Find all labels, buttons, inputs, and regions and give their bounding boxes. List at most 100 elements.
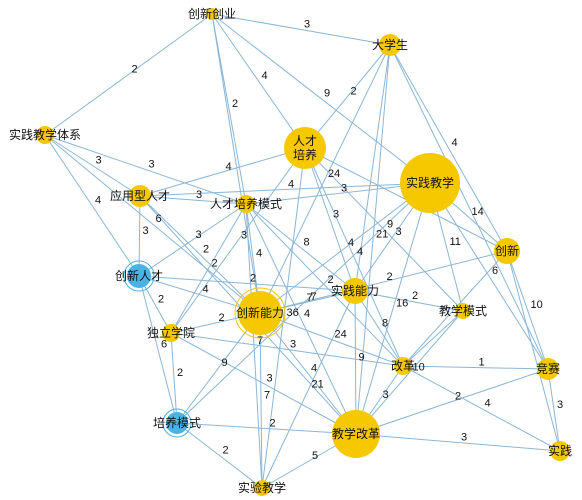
node-label: 人才培养模式 (210, 196, 282, 211)
node-label: 创新人才 (115, 268, 163, 283)
edge-rencai_peiyang-yingyongxing_rencai (139, 147, 306, 197)
node-circle (332, 410, 380, 458)
node-circle (379, 34, 401, 56)
node-shijian_jiaoxue: 实践教学 (400, 153, 460, 213)
edge-rencai_peiyang_moshi-duli_xueyuan (170, 203, 247, 334)
edge-weight-label: 9 (222, 357, 228, 369)
edge-rencai_peiyang-shiyan_jiaoxue (261, 147, 306, 489)
edge-rencai_peiyang-duli_xueyuan (170, 147, 306, 334)
edge-weight-label: 7 (307, 292, 313, 304)
edge-weight-label: 4 (288, 179, 294, 191)
edge-shijian_jiaoxue-yingyongxing_rencai (139, 182, 431, 197)
node-label: 大学生 (372, 37, 408, 52)
node-label: 创新 (495, 243, 519, 258)
edge-weight-label: 3 (149, 159, 155, 171)
edge-chuangxin_nengli-peiyang_moshi (176, 312, 261, 424)
edge-daxuesheng-jingsai (389, 44, 549, 370)
edge-weight-label: 8 (382, 318, 388, 330)
node-circle (342, 278, 368, 304)
node-circle (394, 357, 412, 375)
edge-jiaoxue_moshi-jiaoxue_gaige (355, 310, 464, 435)
edge-weight-label: 2 (250, 273, 256, 285)
node-circle (284, 127, 326, 169)
node-circle (162, 324, 180, 342)
node-yingyongxing_rencai: 应用型人才 (110, 185, 170, 207)
edge-weight-label: 3 (290, 339, 296, 351)
node-peiyang_moshi: 培养模式 (153, 408, 201, 438)
edge-weight-label: 3 (241, 230, 247, 242)
node-label: 教学改革 (332, 426, 380, 441)
edge-chuangxin_chuangye-daxuesheng (211, 13, 391, 46)
edge-weight-label: 6 (161, 339, 167, 351)
edge-weight-label: 36 (287, 307, 299, 319)
edge-rencai_peiyang_moshi-shiyan_jiaoxue (245, 203, 263, 489)
node-circle (550, 441, 570, 461)
node-circle (36, 126, 54, 144)
edge-weight-label: 2 (212, 258, 218, 270)
node-circle (206, 8, 218, 20)
node-shiyan_jiaoxue: 实验教学 (238, 480, 286, 496)
edge-weight-label: 2 (158, 294, 164, 306)
edge-rencai_peiyang-jiaoxue_moshi (304, 147, 464, 312)
edge-daxuesheng-jiaoxue_gaige (355, 44, 391, 435)
node-label: 实验教学 (238, 480, 286, 495)
node-label: 实践教学体系 (9, 127, 81, 142)
edge-daxuesheng-rencai_peiyang (304, 44, 391, 149)
edge-weight-label: 7 (264, 390, 270, 402)
node-circle (400, 153, 460, 213)
edge-weight-label: 9 (324, 88, 330, 100)
node-label: 人才培养 (293, 134, 317, 162)
edge-weight-label: 4 (95, 195, 101, 207)
edge-weight-label: 2 (177, 367, 183, 379)
edge-shijian_jiaoxue-rencai_peiyang_moshi (245, 182, 431, 205)
edge-weight-label: 9 (359, 352, 365, 364)
edge-weight-label: 2 (328, 274, 334, 286)
edge-chuangxin_rencai-shijian_nengli (138, 275, 356, 292)
edge-weight-label: 2 (223, 445, 229, 457)
edge-chuangxin_chuangye-chuangxin_nengli (211, 13, 261, 314)
node-ring (234, 287, 286, 339)
edge-weight-label: 3 (304, 19, 310, 31)
node-label: 实践能力 (331, 283, 379, 298)
node-label: 竞赛 (536, 361, 560, 376)
edge-weight-label: 4 (452, 137, 458, 149)
edge-shijian_jiaoxue_tixi-chuangxin_nengli (44, 134, 261, 314)
edge-rencai_peiyang_moshi-shijian_nengli (245, 203, 356, 292)
edge-weight-label: 5 (312, 450, 318, 462)
edge-shijian_nengli-jiaoxue_moshi (354, 290, 464, 312)
edge-weight-label: 3 (461, 432, 467, 444)
edge-chuangxin-chuangxin_nengli (259, 250, 508, 314)
edge-chuangxin_nengli-jiaoxue_gaige (259, 312, 357, 435)
edge-weight-label: 3 (333, 209, 339, 221)
edge-weight-label: 3 (341, 183, 347, 195)
edge-shijian_jiaoxue_tixi-chuangxin_rencai (44, 134, 140, 277)
node-label: 创新能力 (236, 305, 284, 320)
node-circle (537, 358, 559, 380)
edge-weight-label: 14 (472, 206, 484, 218)
edge-weight-label: 2 (132, 64, 138, 76)
node-chuangxin_chuangye: 创新创业 (188, 6, 236, 21)
node-circle (127, 264, 151, 288)
edge-shijian_jiaoxue-chuangxin_nengli (259, 182, 431, 314)
edge-shijian_jiaoxue-jiaoxue_gaige (355, 182, 431, 435)
edge-weight-label: 2 (219, 312, 225, 324)
edge-shijian_nengli-shiyan_jiaoxue (261, 290, 356, 489)
edge-duli_xueyuan-jiaoxue_gaige (170, 332, 357, 435)
edge-weight-label: 2 (270, 418, 276, 430)
edge-jingsai-shijian (547, 368, 561, 452)
node-rencai_peiyang_moshi: 人才培养模式 (210, 195, 282, 213)
edge-rencai_peiyang-shijian_nengli (304, 147, 356, 292)
node-jiaoxue_gaige: 教学改革 (332, 410, 380, 458)
edge-yingyongxing_rencai-chuangxin_nengli (139, 195, 261, 314)
edge-shijian_jiaoxue_tixi-yingyongxing_rencai (44, 134, 141, 197)
node-jiaoxue_moshi: 教学模式 (439, 303, 487, 319)
edge-weight-label: 3 (96, 155, 102, 167)
edge-yingyongxing_rencai-chuangxin_rencai (138, 195, 141, 277)
node-jingsai: 竞赛 (536, 358, 560, 380)
edge-chuangxin_chuangye-rencai_peiyang (211, 13, 306, 149)
edge-weight-label: 2 (351, 86, 357, 98)
edge-weight-label: 21 (312, 379, 324, 391)
edge-weight-label: 4 (304, 308, 310, 320)
